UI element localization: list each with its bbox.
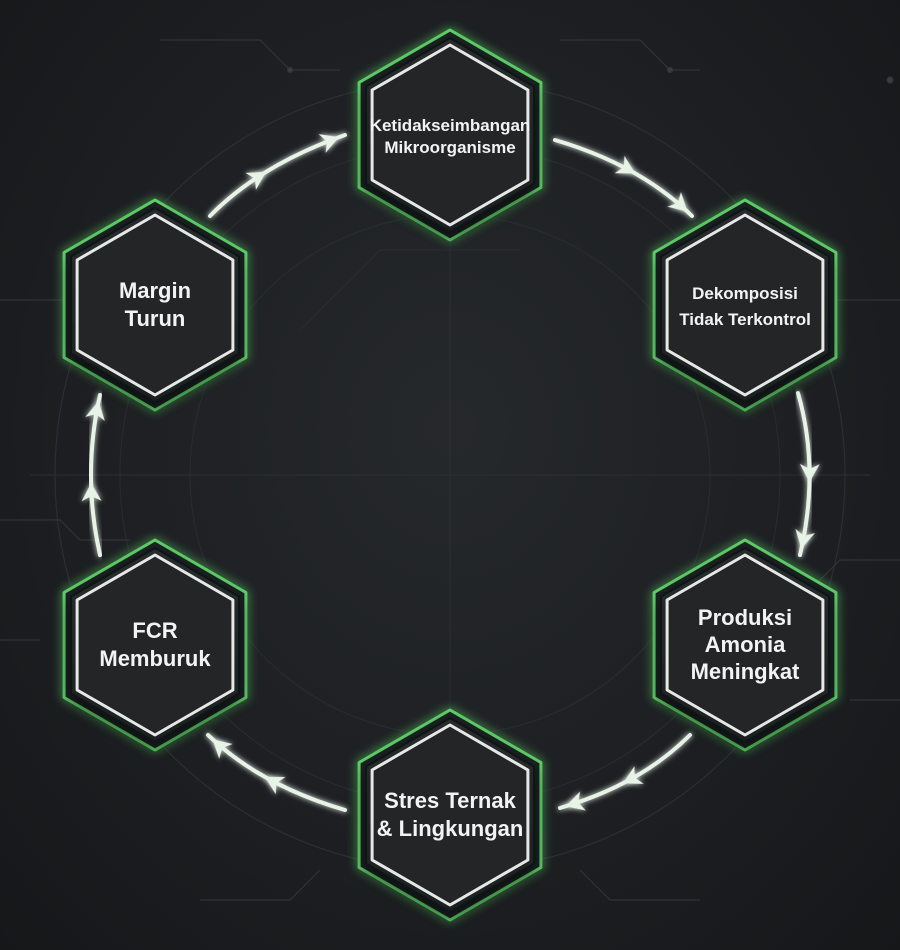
hexagon-inner-border: [665, 553, 825, 737]
connector-n3-to-n4: [558, 733, 692, 811]
cycle-node-4: Stres Ternak & Lingkungan: [357, 708, 543, 922]
node-label-line: Ketidakseimbangan: [370, 116, 531, 135]
arrowhead-icon: [265, 776, 286, 795]
connector-n6-to-n1: [208, 133, 347, 218]
connector-n5-to-n6: [81, 393, 105, 557]
node-label-line: FCR: [132, 618, 177, 643]
arrowhead-icon: [799, 463, 820, 482]
arrowhead-icon: [614, 155, 636, 174]
hexagon-inner-border: [370, 723, 530, 907]
connector-line: [558, 733, 692, 810]
node-label-line: Produksi: [698, 605, 792, 630]
arrowhead-icon: [565, 791, 586, 811]
node-label-line: Meningkat: [691, 659, 800, 684]
node-label-line: Margin: [119, 278, 191, 303]
node-label-line: & Lingkungan: [377, 816, 524, 841]
node-label-line: Tidak Terkontrol: [679, 310, 811, 329]
connector-n1-to-n2: [553, 138, 694, 218]
arrowhead-icon: [667, 192, 688, 212]
arrowhead-icon: [81, 483, 102, 502]
connector-n2-to-n3: [795, 391, 820, 557]
node-label-line: Turun: [125, 306, 186, 331]
cycle-node-5: FCR Memburuk: [62, 538, 248, 752]
connector-line: [208, 133, 347, 218]
hexagon-inner-border: [665, 213, 825, 397]
hexagon-inner-border: [75, 213, 235, 397]
arrowhead-icon: [85, 401, 105, 421]
arrowhead-icon: [318, 134, 339, 153]
node-label-line: Mikroorganisme: [384, 138, 515, 157]
node-label-line: Memburuk: [99, 646, 211, 671]
connector-line: [206, 733, 347, 812]
node-label-line: Dekomposisi: [692, 284, 798, 303]
arrowhead-icon: [623, 766, 644, 784]
hexagon-inner-border: [370, 43, 530, 227]
node-label-line: Amonia: [705, 632, 786, 657]
arrowhead-icon: [795, 528, 815, 549]
arrowhead-icon: [212, 739, 233, 759]
connector-n4-to-n5: [206, 733, 347, 812]
hexagon-inner-border: [75, 553, 235, 737]
node-label-line: Stres Ternak: [384, 788, 516, 813]
arrowhead-icon: [245, 171, 266, 190]
connector-line: [553, 138, 694, 218]
